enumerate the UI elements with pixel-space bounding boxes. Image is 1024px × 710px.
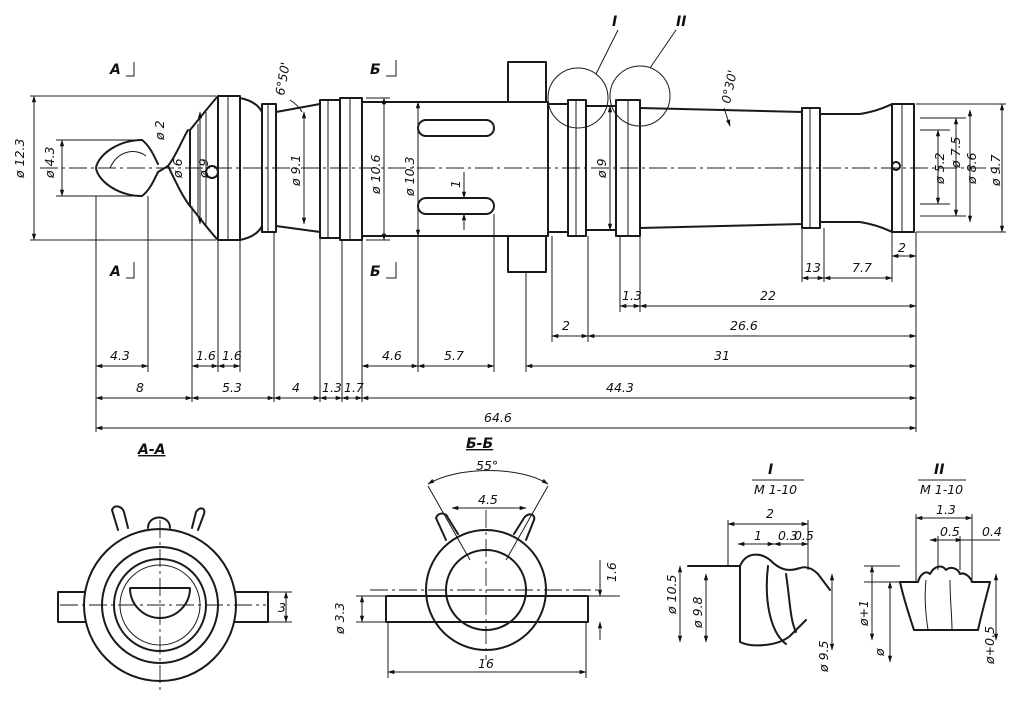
- detail-ii-dia-plus05: ø+0.5: [982, 626, 997, 665]
- dia-6: ø 6: [170, 158, 185, 179]
- detail-i-dia-10-5: ø 10.5: [664, 574, 679, 615]
- bb-marker-bottom: Б: [370, 264, 381, 280]
- detail-ii-scale: М 1-10: [920, 482, 963, 497]
- dim-7-7: 7.7: [852, 260, 872, 275]
- dim-1-6-b: 1.6: [222, 348, 242, 363]
- section-aa-title: А-А: [137, 442, 165, 458]
- detail-circle-i: [547, 67, 609, 129]
- detail-ii: II М 1-10 1.3 0.5 0.4 ø+1 ø ø+0.5: [856, 462, 1002, 665]
- detail-mark-i: I: [612, 14, 617, 30]
- detail-i-scale: М 1-10: [754, 482, 797, 497]
- dia-10-3: ø 10.3: [402, 156, 417, 197]
- dim-31: 31: [714, 348, 730, 363]
- dia-9-1: ø 9.1: [288, 154, 303, 187]
- bb-marker-top: Б: [370, 62, 381, 78]
- section-bb: Б-Б 55° 4.5 ø 3.3 1.6 16: [332, 436, 620, 678]
- dim-4-3: 4.3: [110, 348, 130, 363]
- dia-9-mid: ø 9: [594, 158, 609, 179]
- dim-44-3: 44.3: [606, 380, 634, 395]
- dia-2: ø 2: [152, 120, 167, 141]
- bb-thickness: 1.6: [604, 562, 619, 582]
- dim-13: 13: [805, 260, 821, 275]
- detail-i-title: I: [768, 462, 773, 478]
- dim-1-3-left: 1.3: [322, 380, 342, 395]
- detail-i-sub3: 0.5: [794, 528, 814, 543]
- aa-marker-top: А: [109, 62, 121, 78]
- angle-neck: 6°50': [272, 61, 293, 97]
- detail-i-sub1: 1: [754, 528, 762, 543]
- section-bb-title: Б-Б: [466, 436, 493, 452]
- dim-8: 8: [136, 380, 144, 395]
- dia-9-left: ø 9: [196, 158, 211, 179]
- dia-5-2: ø 5.2: [932, 152, 947, 185]
- dim-1-7: 1.7: [344, 380, 364, 395]
- dia-9-7: ø 9.7: [988, 154, 1003, 187]
- detail-ii-sub1: 0.5: [940, 524, 960, 539]
- dim-1-3-right: 1.3: [622, 288, 642, 303]
- dia-4-3: ø 4.3: [42, 146, 57, 179]
- dia-7-5: ø 7.5: [948, 136, 963, 169]
- slot-width: 1: [448, 180, 463, 188]
- dim-26-6: 26.6: [730, 318, 758, 333]
- detail-ii-top: 1.3: [936, 502, 956, 517]
- dia-8-6: ø 8.6: [964, 152, 979, 185]
- detail-i-dia-9-5: ø 9.5: [816, 640, 831, 673]
- dim-5-3: 5.3: [222, 380, 242, 395]
- bb-slot: 4.5: [478, 492, 498, 507]
- dim-2-right: 2: [898, 240, 906, 255]
- detail-ii-sub2: 0.4: [982, 524, 1002, 539]
- aa-marker-bottom: А: [109, 264, 121, 280]
- detail-mark-ii: II: [676, 14, 686, 30]
- aa-width-dim: 3: [278, 600, 286, 615]
- dim-4: 4: [292, 380, 300, 395]
- detail-ii-title: II: [934, 462, 944, 478]
- main-view: I II А А Б Б ø 12.3 ø 4.3 ø 2 ø 6 ø 9 6°…: [12, 14, 1006, 432]
- detail-circle-ii: [609, 65, 671, 127]
- detail-i-top: 2: [766, 506, 774, 521]
- bb-length: 16: [478, 656, 494, 671]
- angle-taper: 0°30': [718, 69, 740, 105]
- section-aa: А-А 3: [57, 442, 292, 690]
- detail-i-sub2: 0.3: [778, 528, 798, 543]
- dimension-lines: [95, 253, 917, 431]
- detail-i-dia-9-8: ø 9.8: [690, 596, 705, 629]
- dim-1-6-a: 1.6: [196, 348, 216, 363]
- dim-22: 22: [760, 288, 776, 303]
- detail-ii-dia: ø: [872, 648, 887, 657]
- dia-12-3: ø 12.3: [12, 138, 27, 179]
- dia-10-6: ø 10.6: [368, 154, 383, 195]
- detail-ii-dia-plus1: ø+1: [856, 600, 871, 627]
- dim-64-6: 64.6: [484, 410, 512, 425]
- dim-4-6: 4.6: [382, 348, 402, 363]
- bb-angle: 55°: [476, 458, 498, 473]
- dim-2-mid: 2: [562, 318, 570, 333]
- knob: [95, 129, 189, 197]
- bb-diameter: ø 3.3: [332, 602, 347, 635]
- dim-5-7: 5.7: [444, 348, 464, 363]
- detail-i: I М 1-10 2 1 0.3 0.5 ø 10.5 ø 9.8 ø 9.5: [664, 462, 835, 673]
